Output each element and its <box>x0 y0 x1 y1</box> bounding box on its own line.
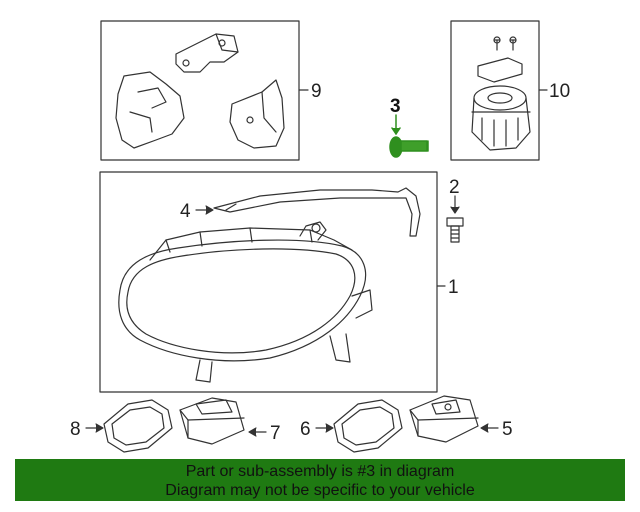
screw-part-2[interactable] <box>446 195 464 243</box>
banner-line-2: Diagram may not be specific to your vehi… <box>165 482 475 499</box>
module-part-10[interactable] <box>471 36 531 151</box>
callout-7: 7 <box>270 423 281 444</box>
callout-10: 10 <box>549 81 570 102</box>
ballast-part-5[interactable] <box>409 395 479 443</box>
banner-line-1: Part or sub-assembly is #3 in diagram <box>185 463 455 480</box>
gasket-part-8[interactable] <box>103 399 173 453</box>
bracket-part-9[interactable] <box>115 33 285 149</box>
parts-diagram: 9 10 3 2 4 1 8 7 6 5 <box>70 20 570 453</box>
gasket-part-6[interactable] <box>333 399 403 453</box>
group-box-1 <box>99 171 438 393</box>
callout-1: 1 <box>448 277 459 298</box>
callout-3: 3 <box>390 96 401 117</box>
control-unit-part-7[interactable] <box>179 397 245 445</box>
trim-strip-part-4[interactable] <box>213 187 421 237</box>
headlamp-part-1[interactable] <box>118 221 373 383</box>
callout-5: 5 <box>502 419 513 440</box>
callout-8: 8 <box>70 419 81 440</box>
callout-6: 6 <box>300 419 311 440</box>
callout-2: 2 <box>449 177 460 198</box>
bolt-part-3[interactable] <box>389 114 429 158</box>
callout-4: 4 <box>180 201 191 222</box>
info-banner: Part or sub-assembly is #3 in diagram Di… <box>15 459 625 501</box>
group-box-9 <box>100 20 300 161</box>
callout-9: 9 <box>311 81 322 102</box>
group-box-10 <box>450 20 540 161</box>
